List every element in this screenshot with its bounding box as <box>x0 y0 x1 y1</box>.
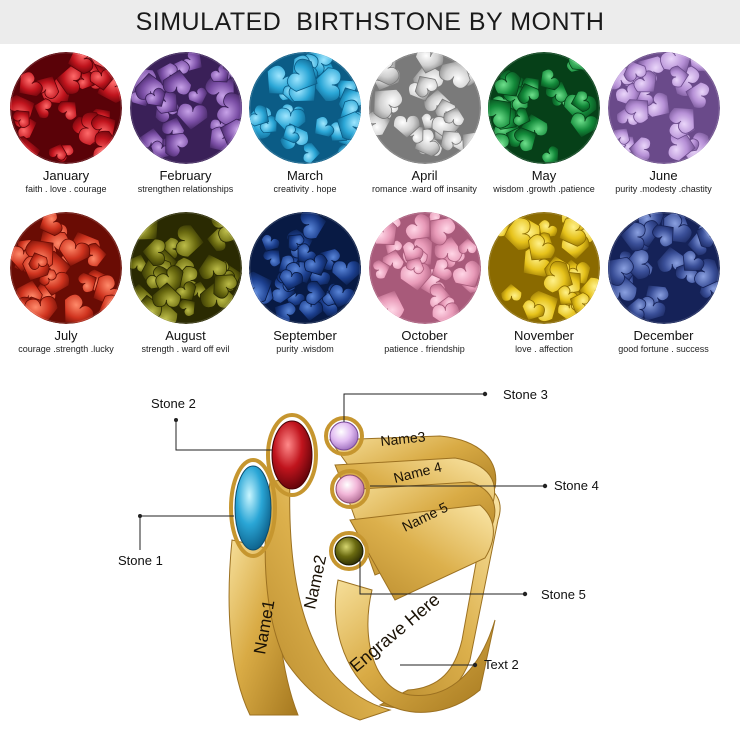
callout-stone-3: Stone 3 <box>503 387 548 402</box>
gem-pile-image <box>607 212 720 324</box>
month-meaning: love . affection <box>515 344 573 354</box>
callout-text-2: Text 2 <box>484 657 519 672</box>
gem-pile-image <box>10 212 122 324</box>
gem-pile-image <box>10 52 122 164</box>
callout-stone-4: Stone 4 <box>554 478 599 493</box>
month-name: October <box>401 328 448 343</box>
gem-pile-image <box>488 52 600 164</box>
month-name: April <box>411 168 438 183</box>
gem-pile-image <box>249 212 361 324</box>
month-name: May <box>531 168 557 183</box>
callout-lines <box>139 393 545 666</box>
callout-dots <box>138 391 548 668</box>
month-name: August <box>165 328 206 343</box>
gem-pile-image <box>607 52 720 164</box>
callout-stone-1: Stone 1 <box>118 553 163 568</box>
month-name: December <box>633 328 694 343</box>
month-meaning: strength . ward off evil <box>141 344 230 354</box>
page-title: SIMULATED BIRTHSTONE BY MONTH <box>135 7 605 36</box>
gem-pile-image <box>368 52 481 164</box>
stone-3-gem <box>329 421 359 451</box>
callout-stone-5: Stone 5 <box>541 587 586 602</box>
month-meaning: good fortune . success <box>618 344 709 354</box>
month-meaning: purity .modesty .chastity <box>615 184 712 194</box>
gem-pile-image <box>488 212 600 324</box>
gem-pile-image <box>249 52 361 164</box>
month-meaning: courage .strength .lucky <box>18 344 114 354</box>
ring-shanks <box>228 477 496 721</box>
ring-diagram: Name1 Name2 Name3 Name 4 Name 5 Engrave … <box>0 370 740 740</box>
month-meaning: purity .wisdom <box>276 344 334 354</box>
month-meaning: faith . love . courage <box>25 184 107 194</box>
callout-stone-2: Stone 2 <box>151 396 196 411</box>
month-meaning: patience . friendship <box>384 344 465 354</box>
stone-1-gem <box>234 465 272 551</box>
month-meaning: romance .ward off insanity <box>372 184 477 194</box>
stone-2-gem <box>271 420 313 490</box>
ring-illustration: Name1 Name2 Name3 Name 4 Name 5 Engrave … <box>138 391 548 721</box>
month-name: February <box>159 168 212 183</box>
title-banner: SIMULATED BIRTHSTONE BY MONTH <box>0 0 740 44</box>
gem-pile-image <box>129 212 242 324</box>
month-name: November <box>514 328 574 343</box>
gem-pile-image <box>368 212 481 324</box>
stone-4-gem <box>335 474 365 504</box>
month-name: January <box>42 168 90 183</box>
gem-pile-image <box>129 52 242 164</box>
engraving-name3: Name3 <box>380 428 427 449</box>
ring-arms <box>329 435 497 601</box>
month-name: June <box>649 168 678 183</box>
month-meaning: strengthen relationships <box>137 184 234 194</box>
engraving-name2: Name2 <box>300 553 330 611</box>
month-name: July <box>54 328 78 343</box>
stone-5-gem <box>334 536 364 566</box>
month-meaning: wisdom .growth .patience <box>493 184 595 194</box>
month-meaning: creativity . hope <box>273 184 337 194</box>
month-name: September <box>273 328 337 343</box>
month-name: March <box>286 168 324 183</box>
